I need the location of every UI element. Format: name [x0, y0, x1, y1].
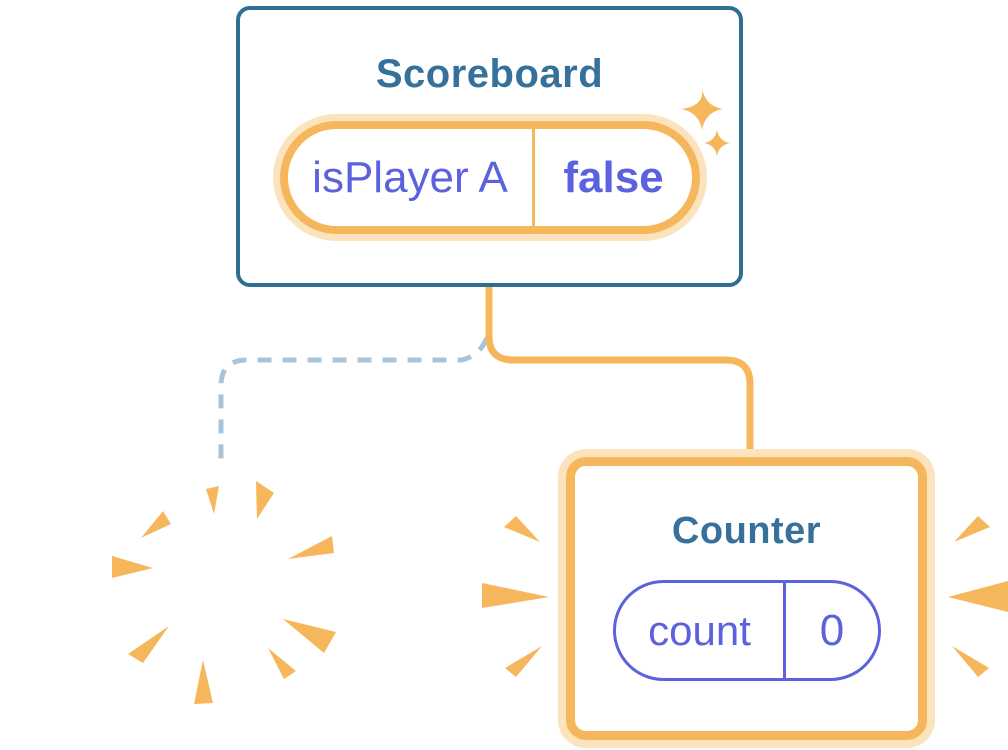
counter-component-card: Counter count 0	[558, 449, 935, 748]
scoreboard-state-pill-inner: isPlayer A false	[280, 121, 700, 234]
counter-component-card-inner: Counter count 0	[566, 457, 927, 740]
state-value-label: 0	[819, 605, 845, 655]
state-value-label: false	[563, 152, 664, 202]
state-key-label: isPlayer A	[288, 129, 535, 226]
scoreboard-title: Scoreboard	[375, 52, 604, 96]
counter-state-pill: count 0	[613, 580, 881, 681]
burst-right-icon	[948, 516, 1008, 677]
blue-dashed-connector	[218, 336, 490, 461]
state-key-label: count	[616, 583, 786, 678]
scoreboard-state-pill: isPlayer A false	[273, 114, 707, 241]
scoreboard-component-card: Scoreboard isPlayer A false	[236, 6, 743, 287]
destroyed-component-card	[94, 454, 370, 725]
orange-solid-connector	[485, 280, 754, 462]
counter-title: Counter	[671, 510, 822, 552]
burst-left-icon	[482, 516, 549, 677]
